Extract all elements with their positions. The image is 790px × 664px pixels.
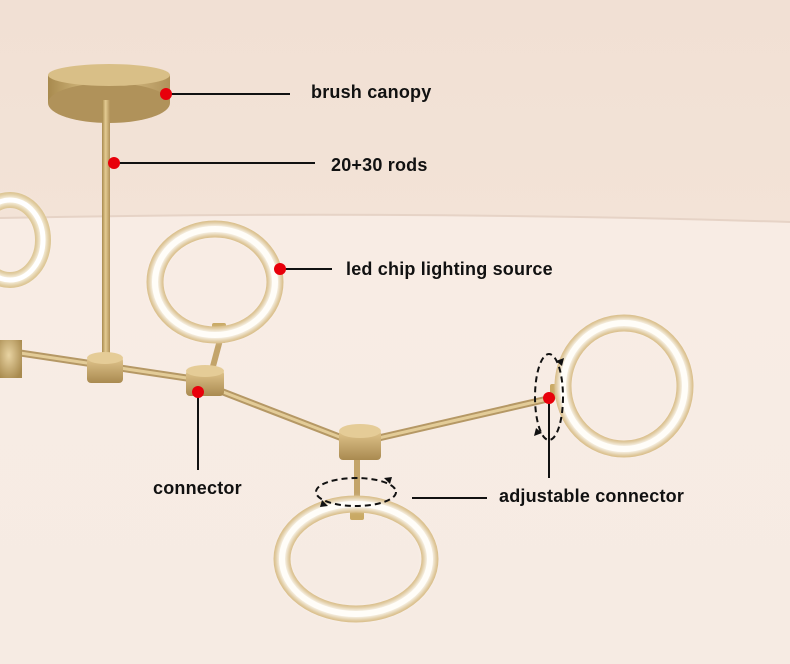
callout-connector: connector (153, 478, 242, 498)
led-marker (274, 263, 286, 275)
left-hub (0, 340, 22, 378)
led-ring-top (146, 220, 284, 344)
leader-lines (114, 93, 550, 499)
rod-hub (87, 352, 123, 383)
led-ring-bottom (273, 495, 439, 623)
led-ring-right (554, 314, 694, 458)
center-hub (339, 424, 381, 460)
canopy-marker (160, 88, 172, 100)
callout-rods: 20+30 rods (331, 155, 428, 175)
adjustable-marker (543, 392, 555, 404)
connector-marker (192, 386, 204, 398)
rods-marker (108, 157, 120, 169)
rotation-indicator-bottom (315, 477, 397, 507)
rod (102, 100, 110, 362)
partial-ring-left (0, 192, 51, 288)
connector-hub (186, 365, 224, 396)
callout-brush-canopy: brush canopy (311, 82, 432, 102)
arms (0, 337, 556, 508)
callout-adjustable-connector: adjustable connector (499, 486, 685, 506)
rotation-indicator-right (534, 353, 564, 441)
red-markers (108, 88, 555, 404)
callout-led-source: led chip lighting source (346, 259, 553, 279)
